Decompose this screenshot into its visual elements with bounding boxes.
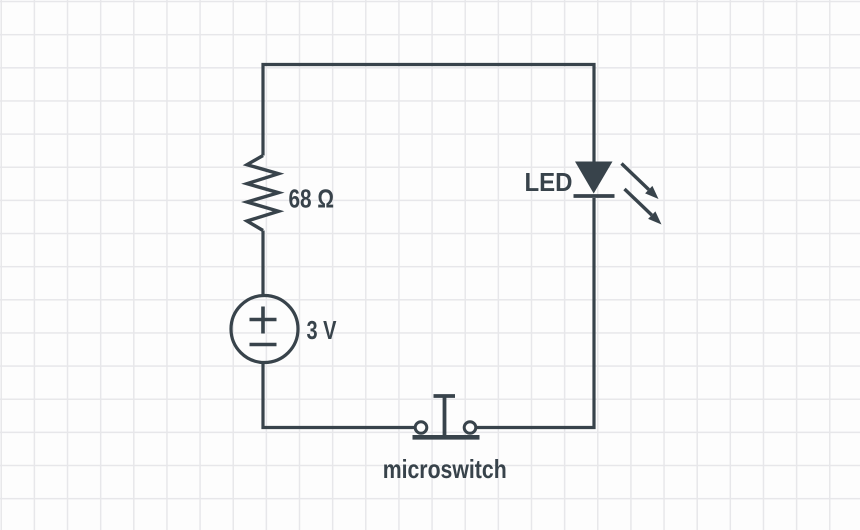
resistor-symbol[interactable] (240, 154, 285, 232)
voltage-source-symbol[interactable] (229, 293, 300, 365)
led-arrow-2-shaft (623, 187, 653, 217)
wire-segment-top[interactable] (261, 62, 596, 162)
led-arrow-1-shaft (620, 162, 650, 191)
resistor-zigzag-icon (240, 154, 285, 232)
voltage-source-circle-icon (229, 293, 300, 365)
led-label: LED (525, 167, 573, 197)
wire-segment-bottom-left[interactable] (261, 362, 415, 430)
wire-segment-bottom-right[interactable] (477, 198, 596, 430)
microswitch-symbol[interactable] (412, 394, 480, 440)
resistor-value-label: 68 Ω (289, 184, 335, 214)
light-emission-arrows-icon (620, 162, 662, 225)
led-triangle-icon (575, 161, 613, 194)
wires (261, 62, 596, 430)
plus-sign-icon (249, 306, 277, 334)
voltage-source-value-label: 3 V (307, 315, 338, 345)
microswitch-label: microswitch (383, 454, 507, 484)
switch-terminal-right-icon (462, 420, 478, 435)
led-symbol[interactable] (573, 161, 662, 225)
led-arrow-2-head (648, 211, 662, 225)
switch-terminal-left-icon (413, 420, 429, 435)
led-arrow-1-head (645, 185, 659, 199)
